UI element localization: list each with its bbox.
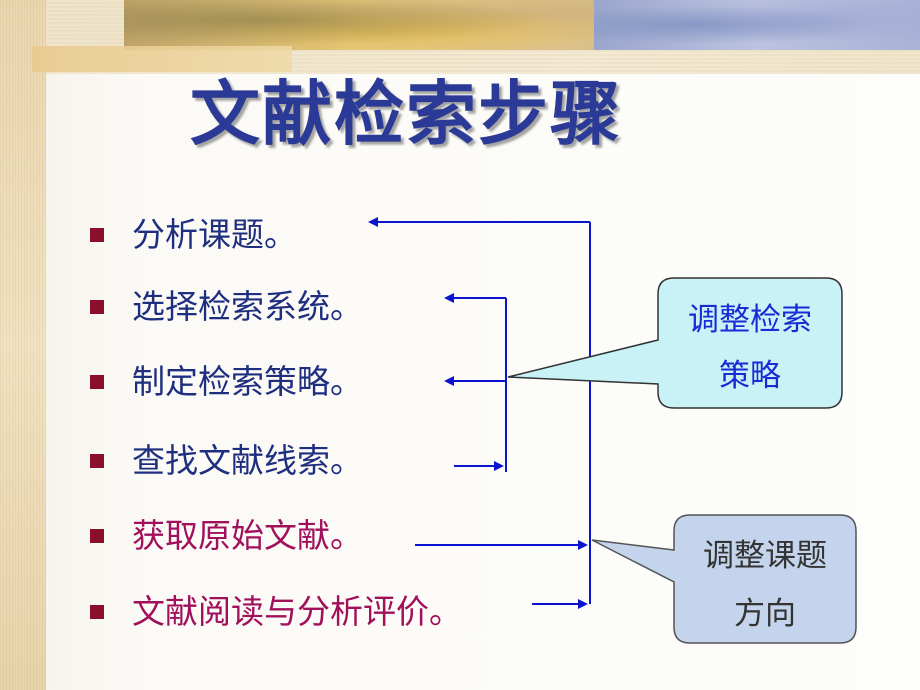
callout-bubble-strategy bbox=[507, 277, 843, 409]
bullet-square-icon bbox=[90, 454, 104, 468]
callout-text-line1: 调整课题 bbox=[703, 538, 827, 574]
callout-adjust-topic: 调整课题 方向 bbox=[591, 514, 857, 644]
bullet-text: 文献阅读与分析评价。 bbox=[132, 592, 462, 631]
bullet-square-icon bbox=[90, 375, 104, 389]
slide-title: 文献检索步骤 bbox=[190, 73, 622, 155]
bullet-item: 分析课题。 bbox=[90, 215, 297, 255]
bullet-text: 分析课题。 bbox=[132, 215, 297, 254]
bullet-square-icon bbox=[90, 300, 104, 314]
decorative-banner-left bbox=[124, 0, 594, 50]
bullet-text: 查找文献线索。 bbox=[132, 441, 363, 480]
left-texture-strip bbox=[0, 0, 46, 690]
callout-text-line1: 调整检索 bbox=[688, 302, 812, 338]
bullet-square-icon bbox=[90, 228, 104, 242]
outer-feedback-loop bbox=[368, 217, 591, 609]
bullet-item: 制定检索策略。 bbox=[90, 362, 363, 402]
bullet-text: 选择检索系统。 bbox=[132, 287, 363, 326]
decorative-banner-right bbox=[594, 0, 920, 50]
bullet-item: 查找文献线索。 bbox=[90, 441, 363, 481]
callout-bubble-topic bbox=[591, 514, 857, 644]
bullet-text: 获取原始文献。 bbox=[132, 516, 363, 555]
callout-text-line2: 策略 bbox=[719, 358, 781, 394]
bullet-square-icon bbox=[90, 529, 104, 543]
bullet-square-icon bbox=[90, 605, 104, 619]
callout-adjust-strategy: 调整检索 策略 bbox=[507, 277, 843, 409]
bullet-item: 文献阅读与分析评价。 bbox=[90, 592, 462, 632]
inner-feedback-loop bbox=[444, 293, 507, 472]
callout-text-line2: 方向 bbox=[734, 596, 796, 632]
bullet-item: 获取原始文献。 bbox=[90, 516, 363, 556]
bullet-item: 选择检索系统。 bbox=[90, 287, 363, 327]
decorative-banner-strip bbox=[32, 46, 292, 72]
bullet-text: 制定检索策略。 bbox=[132, 362, 363, 401]
